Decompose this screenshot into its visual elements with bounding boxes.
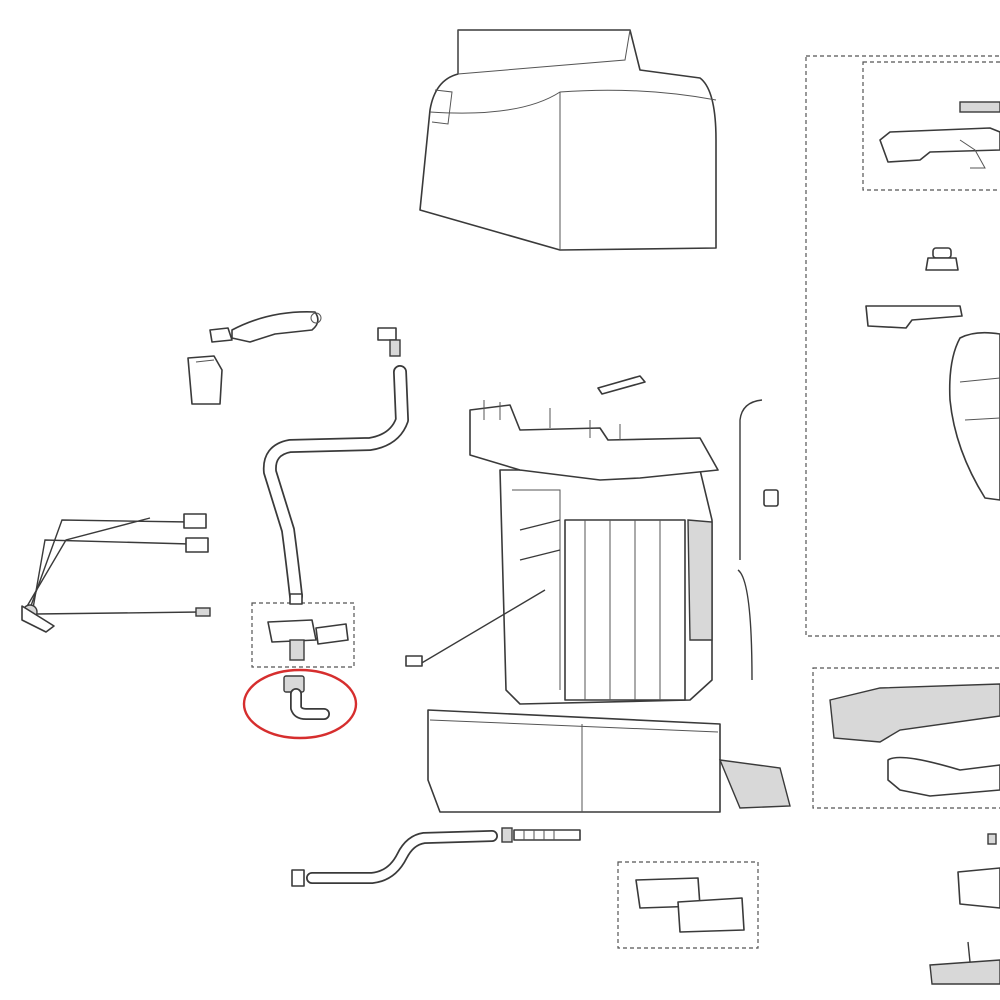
solenoid-valve[interactable] [267,593,349,661]
mounting-bracket[interactable] [187,355,223,405]
drain-elbow-fitting[interactable] [242,668,358,740]
temperature-probe[interactable] [737,399,779,681]
group-box-large [805,55,1000,637]
slider-rail[interactable] [597,375,646,395]
foot-pad[interactable] [635,877,745,933]
right-lower-assembly-group [812,667,1000,985]
drip-tray-front[interactable] [829,683,1000,743]
base-tray[interactable] [427,709,791,813]
water-hose[interactable] [262,365,409,603]
group-box-feet [617,861,759,949]
base-rail-right[interactable] [929,941,1000,985]
switch-lever-assembly[interactable] [21,513,211,633]
water-tank[interactable] [948,331,1000,501]
group-box-valve [251,602,355,668]
release-lever[interactable] [879,101,1000,169]
valve-assembly-group [251,593,355,668]
top-cover[interactable] [419,29,717,251]
drip-tray-rail[interactable] [887,756,1000,797]
outlet-hose[interactable] [291,830,498,887]
knob[interactable] [925,247,959,271]
right-upper-assembly-group [805,55,1000,637]
latch-arm[interactable] [865,305,963,329]
control-board[interactable] [469,400,719,481]
hose-connector[interactable] [377,327,401,357]
pivot-arm[interactable] [209,311,322,343]
hose-bolt[interactable] [501,827,581,843]
bracket-lower-right[interactable] [957,833,1000,909]
chassis-frame[interactable] [499,469,713,705]
feet-group [617,861,759,949]
probe-connector-wire[interactable] [405,589,546,667]
highlight-ring [242,668,358,740]
group-box-lever [862,61,1000,191]
group-box-tray [812,667,1000,809]
